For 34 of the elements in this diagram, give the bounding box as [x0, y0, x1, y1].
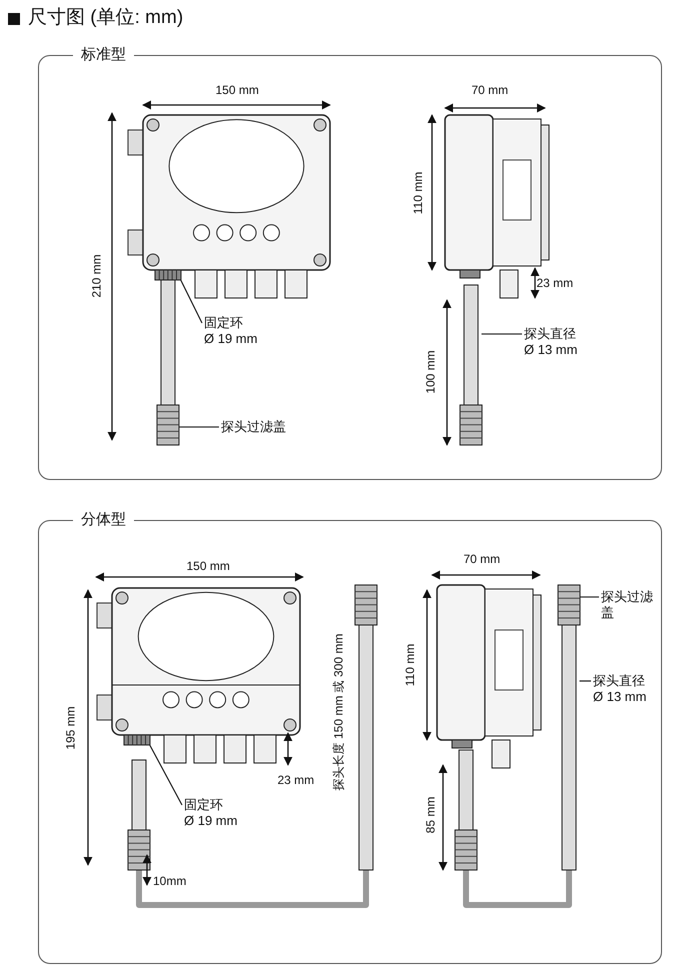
callout-label: 固定环 Ø 19 mm: [204, 315, 258, 347]
dimension-label: 10mm: [153, 874, 186, 888]
dimension-label: 100 mm: [423, 350, 438, 394]
probe-drawing: [156, 279, 179, 445]
fixing-ring: [154, 269, 181, 280]
dimension-label: 探头长度 150 mm 或 300 mm: [330, 634, 345, 790]
leader-line: [178, 426, 219, 428]
dimension-label: 210 mm: [89, 254, 104, 298]
callout-label: 探头过滤盖: [221, 419, 286, 435]
leader-line: [580, 596, 599, 598]
leader-line: [180, 279, 202, 324]
panel-heading: 分体型: [73, 511, 134, 529]
probe-drawing: [557, 584, 580, 870]
callout-label: 探头直径 Ø 13 mm: [524, 326, 578, 358]
leader-line: [482, 333, 522, 335]
heading: 尺寸图 (单位: mm): [28, 6, 184, 30]
dimension-label: 195 mm: [63, 706, 78, 750]
fixing-ring: [123, 734, 150, 745]
panel-heading: 标准型: [73, 46, 134, 64]
dimension-label: 110 mm: [411, 172, 426, 214]
callout-label: 固定环 Ø 19 mm: [184, 797, 238, 829]
dimension-label: 70 mm: [464, 552, 500, 566]
dimension-label: 23 mm: [278, 773, 314, 787]
dimension-label: 70 mm: [472, 83, 508, 97]
callout-label: 探头直径 Ø 13 mm: [593, 673, 646, 705]
leader-line: [149, 744, 182, 806]
dimension-label: 23 mm: [536, 276, 574, 290]
dimension-label: 150 mm: [186, 559, 230, 573]
leader-line: [580, 680, 591, 682]
probe-drawing: [459, 284, 482, 445]
dimension-label: 85 mm: [422, 796, 437, 834]
dimension-label: 110 mm: [403, 644, 418, 686]
dimension-label: 150 mm: [216, 83, 259, 97]
callout-label: 探头过滤盖: [601, 589, 661, 621]
